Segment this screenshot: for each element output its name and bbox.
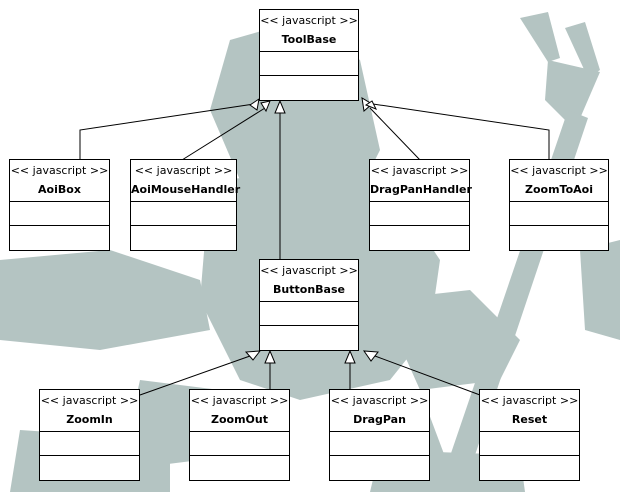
operations-compartment [131, 226, 236, 250]
operations-compartment [40, 456, 139, 480]
class-name: ZoomToAoi [525, 183, 593, 196]
attributes-compartment [40, 432, 139, 456]
class-name: AoiMouseHandler [131, 183, 241, 196]
operations-compartment [370, 226, 469, 250]
generalization-zoomin-buttonbase [139, 355, 251, 396]
inheritance-arrowhead [264, 349, 276, 364]
class-header: << javascript >> AoiBox [10, 160, 109, 202]
class-buttonbase[interactable]: << javascript >> ButtonBase [259, 259, 359, 351]
generalization-reset-buttonbase [374, 355, 481, 396]
attributes-compartment [10, 202, 109, 226]
class-header: << javascript >> ZoomToAoi [510, 160, 608, 202]
class-name: DragPanHandler [370, 183, 472, 196]
class-zoomtoaoi[interactable]: << javascript >> ZoomToAoi [509, 159, 609, 251]
operations-compartment [260, 326, 358, 350]
class-zoomin[interactable]: << javascript >> ZoomIn [39, 389, 140, 481]
generalization-dragpanhandler-toolbase [369, 107, 421, 161]
class-header: << javascript >> DragPan [330, 390, 429, 432]
generalization-aoibox-toolbase [79, 103, 255, 160]
operations-compartment [510, 226, 608, 250]
attributes-compartment [330, 432, 429, 456]
stereotype-label: << javascript >> [510, 164, 608, 177]
class-header: << javascript >> ZoomIn [40, 390, 139, 432]
generalization-aoimousehandler-toolbase [181, 107, 266, 161]
class-aoimousehandler[interactable]: << javascript >> AoiMouseHandler [130, 159, 241, 251]
operations-compartment [260, 76, 358, 100]
class-dragpan[interactable]: << javascript >> DragPan [329, 389, 430, 481]
attributes-compartment [480, 432, 579, 456]
class-header: << javascript >> Reset [480, 390, 579, 432]
stereotype-label: << javascript >> [40, 394, 139, 407]
operations-compartment [190, 456, 289, 480]
attributes-compartment [510, 202, 608, 226]
inheritance-arrowhead [244, 350, 262, 361]
attributes-compartment [260, 52, 358, 76]
inheritance-arrowhead [260, 100, 271, 113]
inheritance-arrowhead [362, 350, 379, 362]
class-name: ToolBase [281, 33, 337, 46]
inheritance-arrowhead [274, 99, 286, 114]
class-dragpanhandler[interactable]: << javascript >> DragPanHandler [369, 159, 472, 251]
attributes-compartment [131, 202, 236, 226]
operations-compartment [480, 456, 579, 480]
class-header: << javascript >> ZoomOut [190, 390, 289, 432]
stereotype-label: << javascript >> [260, 264, 358, 277]
class-header: << javascript >> ToolBase [260, 10, 358, 52]
class-name: ZoomIn [66, 413, 113, 426]
stereotype-label: << javascript >> [134, 164, 233, 177]
class-aoibox[interactable]: << javascript >> AoiBox [9, 159, 110, 251]
stereotype-label: << javascript >> [480, 394, 579, 407]
class-name: ZoomOut [211, 413, 268, 426]
stereotype-label: << javascript >> [370, 164, 469, 177]
generalization-zoomtoaoi-toolbase [372, 103, 550, 160]
class-header: << javascript >> DragPanHandler [370, 160, 472, 202]
class-name: AoiBox [38, 183, 81, 196]
class-reset[interactable]: << javascript >> Reset [479, 389, 580, 481]
class-header: << javascript >> AoiMouseHandler [131, 160, 241, 202]
class-header: << javascript >> ButtonBase [260, 260, 358, 302]
class-toolbase[interactable]: << javascript >> ToolBase [259, 9, 359, 101]
attributes-compartment [260, 302, 358, 326]
attributes-compartment [190, 432, 289, 456]
class-name: Reset [511, 413, 548, 426]
stereotype-label: << javascript >> [10, 164, 109, 177]
class-name: ButtonBase [273, 283, 345, 296]
operations-compartment [330, 456, 429, 480]
attributes-compartment [370, 202, 469, 226]
operations-compartment [10, 226, 109, 250]
class-zoomout[interactable]: << javascript >> ZoomOut [189, 389, 290, 481]
inheritance-arrowhead [344, 349, 356, 364]
stereotype-label: << javascript >> [260, 14, 358, 27]
stereotype-label: << javascript >> [330, 394, 429, 407]
stereotype-label: << javascript >> [190, 394, 289, 407]
inheritance-arrowhead [249, 97, 260, 111]
class-name: DragPan [353, 413, 406, 426]
inheritance-arrowhead [364, 100, 378, 110]
